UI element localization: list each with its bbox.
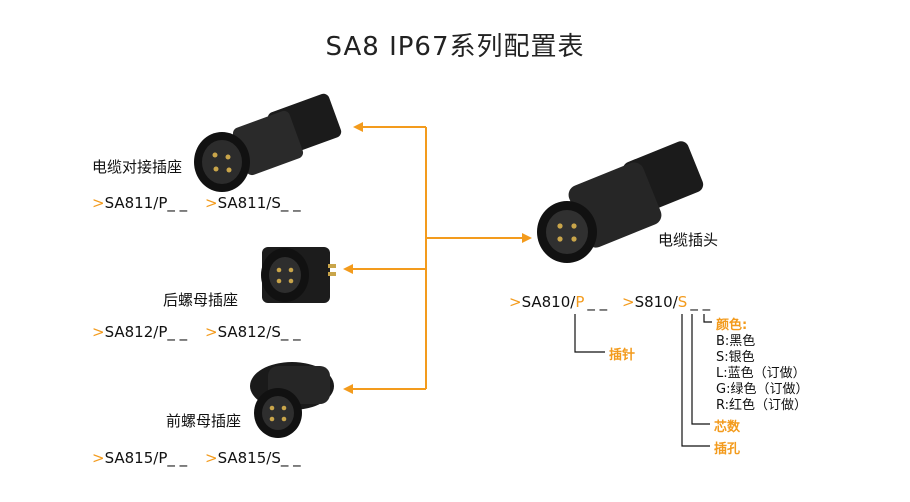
cable-plug-model-p: >SA810/P_ _ bbox=[509, 293, 608, 311]
core-bracket bbox=[691, 314, 710, 425]
rear-nut-socket-name: 后螺母插座 bbox=[163, 291, 239, 309]
socket-hole-label: 插孔 bbox=[714, 442, 741, 457]
socket-bracket bbox=[681, 314, 710, 447]
model-prefix: > bbox=[205, 194, 218, 212]
cable-receptacle-name: 电缆对接插座 bbox=[92, 158, 183, 176]
model-prefix: > bbox=[92, 449, 105, 467]
cable-receptacle-connector-image bbox=[194, 93, 342, 192]
cable-plug-model-s: >S810/S_ _ bbox=[622, 293, 711, 311]
color-option-black: B:黑色 bbox=[716, 334, 756, 349]
front-nut-socket-model-s: >SA815/S_ _ bbox=[205, 449, 301, 467]
front-nut-socket-model-p: >SA815/P_ _ bbox=[92, 449, 188, 467]
color-option-green: G:绿色（订做） bbox=[716, 382, 809, 397]
model-prefix: > bbox=[205, 449, 218, 467]
rear-nut-socket-image bbox=[261, 247, 336, 303]
cable-plug-name: 电缆插头 bbox=[658, 231, 719, 249]
model-prefix: > bbox=[92, 323, 105, 341]
model-prefix: > bbox=[509, 293, 522, 311]
cable-plug-connector-image bbox=[537, 141, 704, 263]
front-nut-socket-image bbox=[250, 362, 334, 438]
rear-nut-socket-model-s: >SA812/S_ _ bbox=[205, 323, 301, 341]
front-nut-socket-name: 前螺母插座 bbox=[166, 412, 242, 430]
model-prefix: > bbox=[622, 293, 635, 311]
color-legend-title: 颜色: bbox=[716, 318, 748, 333]
pin-label: 插针 bbox=[609, 348, 636, 363]
model-prefix: > bbox=[92, 194, 105, 212]
color-option-blue: L:蓝色（订做） bbox=[716, 366, 806, 381]
page-title: SA8 IP67系列配置表 bbox=[325, 32, 585, 62]
cable-receptacle-model-p: >SA811/P_ _ bbox=[92, 194, 188, 212]
model-prefix: > bbox=[205, 323, 218, 341]
core-count-label: 芯数 bbox=[714, 420, 741, 435]
color-bracket bbox=[703, 314, 712, 323]
socket-code: S bbox=[677, 293, 688, 311]
cable-receptacle-model-s: >SA811/S_ _ bbox=[205, 194, 301, 212]
pin-code: P bbox=[575, 293, 585, 311]
pin-bracket bbox=[574, 314, 605, 353]
color-option-silver: S:银色 bbox=[716, 350, 755, 365]
color-option-red: R:红色（订做） bbox=[716, 398, 808, 413]
rear-nut-socket-model-p: >SA812/P_ _ bbox=[92, 323, 188, 341]
